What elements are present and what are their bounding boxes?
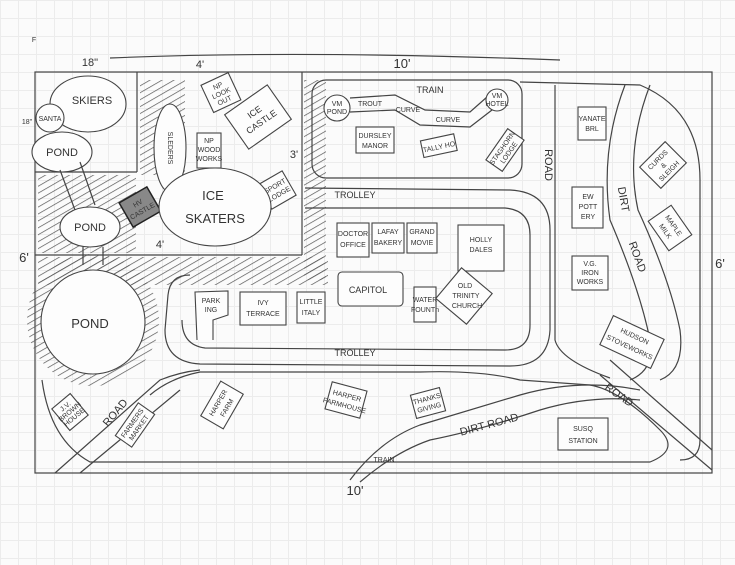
vg-ironworks-label: WORKS [577,279,604,286]
water-fountain-label: FOUNTn [411,307,439,314]
pond-label: POND [74,222,106,234]
train-label: TRAIN [374,457,395,464]
curve-label: CURVE [436,117,461,124]
np-lookout-label: NP [212,81,224,92]
ivy-terrace-label: IVY [257,300,269,307]
pond-label: POND [46,147,78,159]
north-section: TRAIN VM POND TROUT CURVE CURVE VM HOTEL… [311,79,525,179]
dimension-label: 4' [156,239,164,251]
grand-movie-label: GRAND [409,229,434,236]
curve-label: CURVE [396,107,421,114]
lafay-bakery-label: LAFAY [377,229,399,236]
dirt-road-label: DIRT ROAD [459,412,520,439]
pond-label: POND [71,316,109,331]
old-trinity-church-label: TRINITY [452,293,480,300]
ew-pottery-label: ERY [581,214,596,221]
lafay-bakery-label: BAKERY [374,240,403,247]
np-woodworks-label: NP [204,138,214,145]
dimension-label: 18" [22,119,33,126]
np-woodworks-label: WORKS [196,156,223,163]
trout-label: TROUT [358,101,383,108]
dursley-manor-label: DURSLEY [358,133,391,140]
vm-hotel-label: VM [492,93,503,100]
parking-label: ING [205,307,217,314]
susq-station-label: SUSQ [573,426,593,433]
ice-skaters-label: ICE [202,188,224,203]
ew-pottery-label: POTT [579,204,598,211]
susq-station-label: STATION [568,438,597,445]
mini-castle-label: HV [132,198,144,209]
yanate-label: YANATE [579,116,606,123]
road-label: ROAD [602,382,635,410]
little-italy-label: ITALY [302,310,321,317]
winter-scene: SKIERS SANTA POND POND POND SLEDERS NP L… [31,71,297,375]
holly-dales-label: HOLLY [470,237,493,244]
np-woodworks-label: WOOD [198,147,221,154]
south-section: J.V. BROWN HOUSE ROAD FARMERS MARKET HAR… [41,359,713,483]
parking-label: PARK [202,298,221,305]
vm-hotel-label: HOTEL [485,101,508,108]
old-trinity-church-label: OLD [458,283,472,290]
capitol-label: CAPITOL [349,285,387,295]
trolley-label: TROLLEY [334,190,375,200]
dimension-label: 3' [290,149,298,161]
curds-sleigh-label: & [660,162,668,170]
vm-pond-label: VM [332,101,343,108]
ew-pottery-label: EW [582,194,594,201]
dimension-label: 6' [715,256,725,271]
east-section: ROAD YANATE BRL EW POTT ERY V.G. IRON WO… [519,81,701,461]
corner-mark: F [32,37,36,44]
board-outline [34,53,713,474]
dursley-manor-label: MANOR [362,143,388,150]
dirt-road-label: DIRT [615,186,631,213]
dimension-label: 6' [19,250,29,265]
vg-ironworks-label: V.G. [583,261,596,268]
grand-movie-label: MOVIE [411,240,434,247]
ivy-terrace-label: TERRACE [246,311,280,318]
hatched-slope [304,80,326,280]
town-section: TROLLEY TROLLEY DOCTOR OFFICE LAFAY BAKE… [164,187,551,367]
doctor-office-label: OFFICE [340,242,366,249]
holly-dales-label: DALES [470,247,493,254]
ice-skaters-label: SKATERS [185,211,245,226]
sledders-label: SLEDERS [166,132,173,165]
dimension-label: 10' [394,56,411,71]
doctor-office-label: DOCTOR [338,231,368,238]
trolley-label: TROLLEY [334,348,375,358]
water-fountain-label: WATER [413,297,438,304]
road-label: ROAD [542,149,554,181]
little-italy-label: LITTLE [300,299,323,306]
vm-pond-label: POND [327,109,347,116]
skiers-label: SKIERS [72,95,112,107]
train-label: TRAIN [417,85,444,95]
vg-ironworks-label: IRON [581,270,599,277]
dimension-label: 18" [82,57,98,69]
dimension-label: 4' [196,59,204,71]
santa-label: SANTA [39,116,62,123]
dimension-label: 10' [347,483,364,498]
old-trinity-church-label: CHURCH [452,303,482,310]
yanate-label: BRL [585,126,599,133]
